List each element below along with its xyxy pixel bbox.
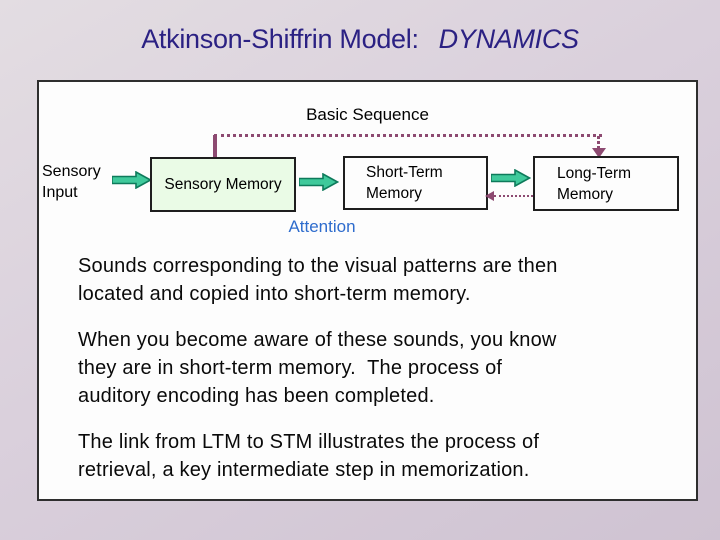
paragraph-line: retrieval, a key intermediate step in me… (78, 459, 530, 481)
long-term-memory-line1: Long-Term (557, 164, 632, 182)
paragraph-line: The link from LTM to STM illustrates the… (78, 431, 540, 453)
paragraph-line: located and copied into short-term memor… (78, 283, 471, 305)
paragraph: Sounds corresponding to the visual patte… (78, 252, 558, 308)
retrieval-arrowhead-icon (485, 191, 494, 201)
paragraph-line: they are in short-term memory. The proce… (78, 357, 503, 379)
slide-title-italic: DYNAMICS (438, 24, 579, 54)
paragraph-line: When you become aware of these sounds, y… (78, 329, 557, 351)
sensory-memory-label: Sensory Memory (164, 176, 282, 193)
rehearsal-loop-right-segment (597, 136, 600, 149)
flow-arrow-icon (491, 169, 531, 187)
paragraph: When you become aware of these sounds, y… (78, 326, 558, 410)
rehearsal-loop-line (214, 134, 602, 137)
body-text: Sounds corresponding to the visual patte… (78, 252, 558, 502)
attention-label: Attention (288, 217, 356, 236)
short-term-memory-box: Short-Term Memory (343, 156, 488, 210)
paragraph-line: Sounds corresponding to the visual patte… (78, 255, 558, 277)
basic-sequence-heading: Basic Sequence (306, 105, 429, 124)
short-term-memory-line1: Short-Term (366, 164, 443, 181)
sensory-memory-box: Sensory Memory (150, 157, 296, 212)
paragraph-line: auditory encoding has been completed. (78, 385, 435, 407)
long-term-memory-line2: Memory (557, 185, 613, 203)
flow-arrow-icon (112, 171, 152, 189)
paragraph: The link from LTM to STM illustrates the… (78, 428, 558, 484)
sensory-input-label: Sensory Input (42, 161, 101, 203)
slide-title-regular: Atkinson-Shiffrin Model: (141, 24, 419, 54)
slide-title: Atkinson-Shiffrin Model: DYNAMICS (0, 24, 720, 55)
flow-arrow-icon (299, 173, 339, 191)
sensory-input-line1: Sensory (42, 163, 101, 180)
rehearsal-loop-arrowhead-icon (592, 148, 606, 158)
long-term-memory-box: Long-Term Memory (533, 156, 679, 211)
short-term-memory-line2: Memory (366, 185, 422, 202)
rehearsal-loop-left-segment (213, 135, 217, 158)
retrieval-arrow-line (494, 195, 533, 197)
sensory-input-line2: Input (42, 184, 78, 201)
content-panel (37, 80, 698, 501)
